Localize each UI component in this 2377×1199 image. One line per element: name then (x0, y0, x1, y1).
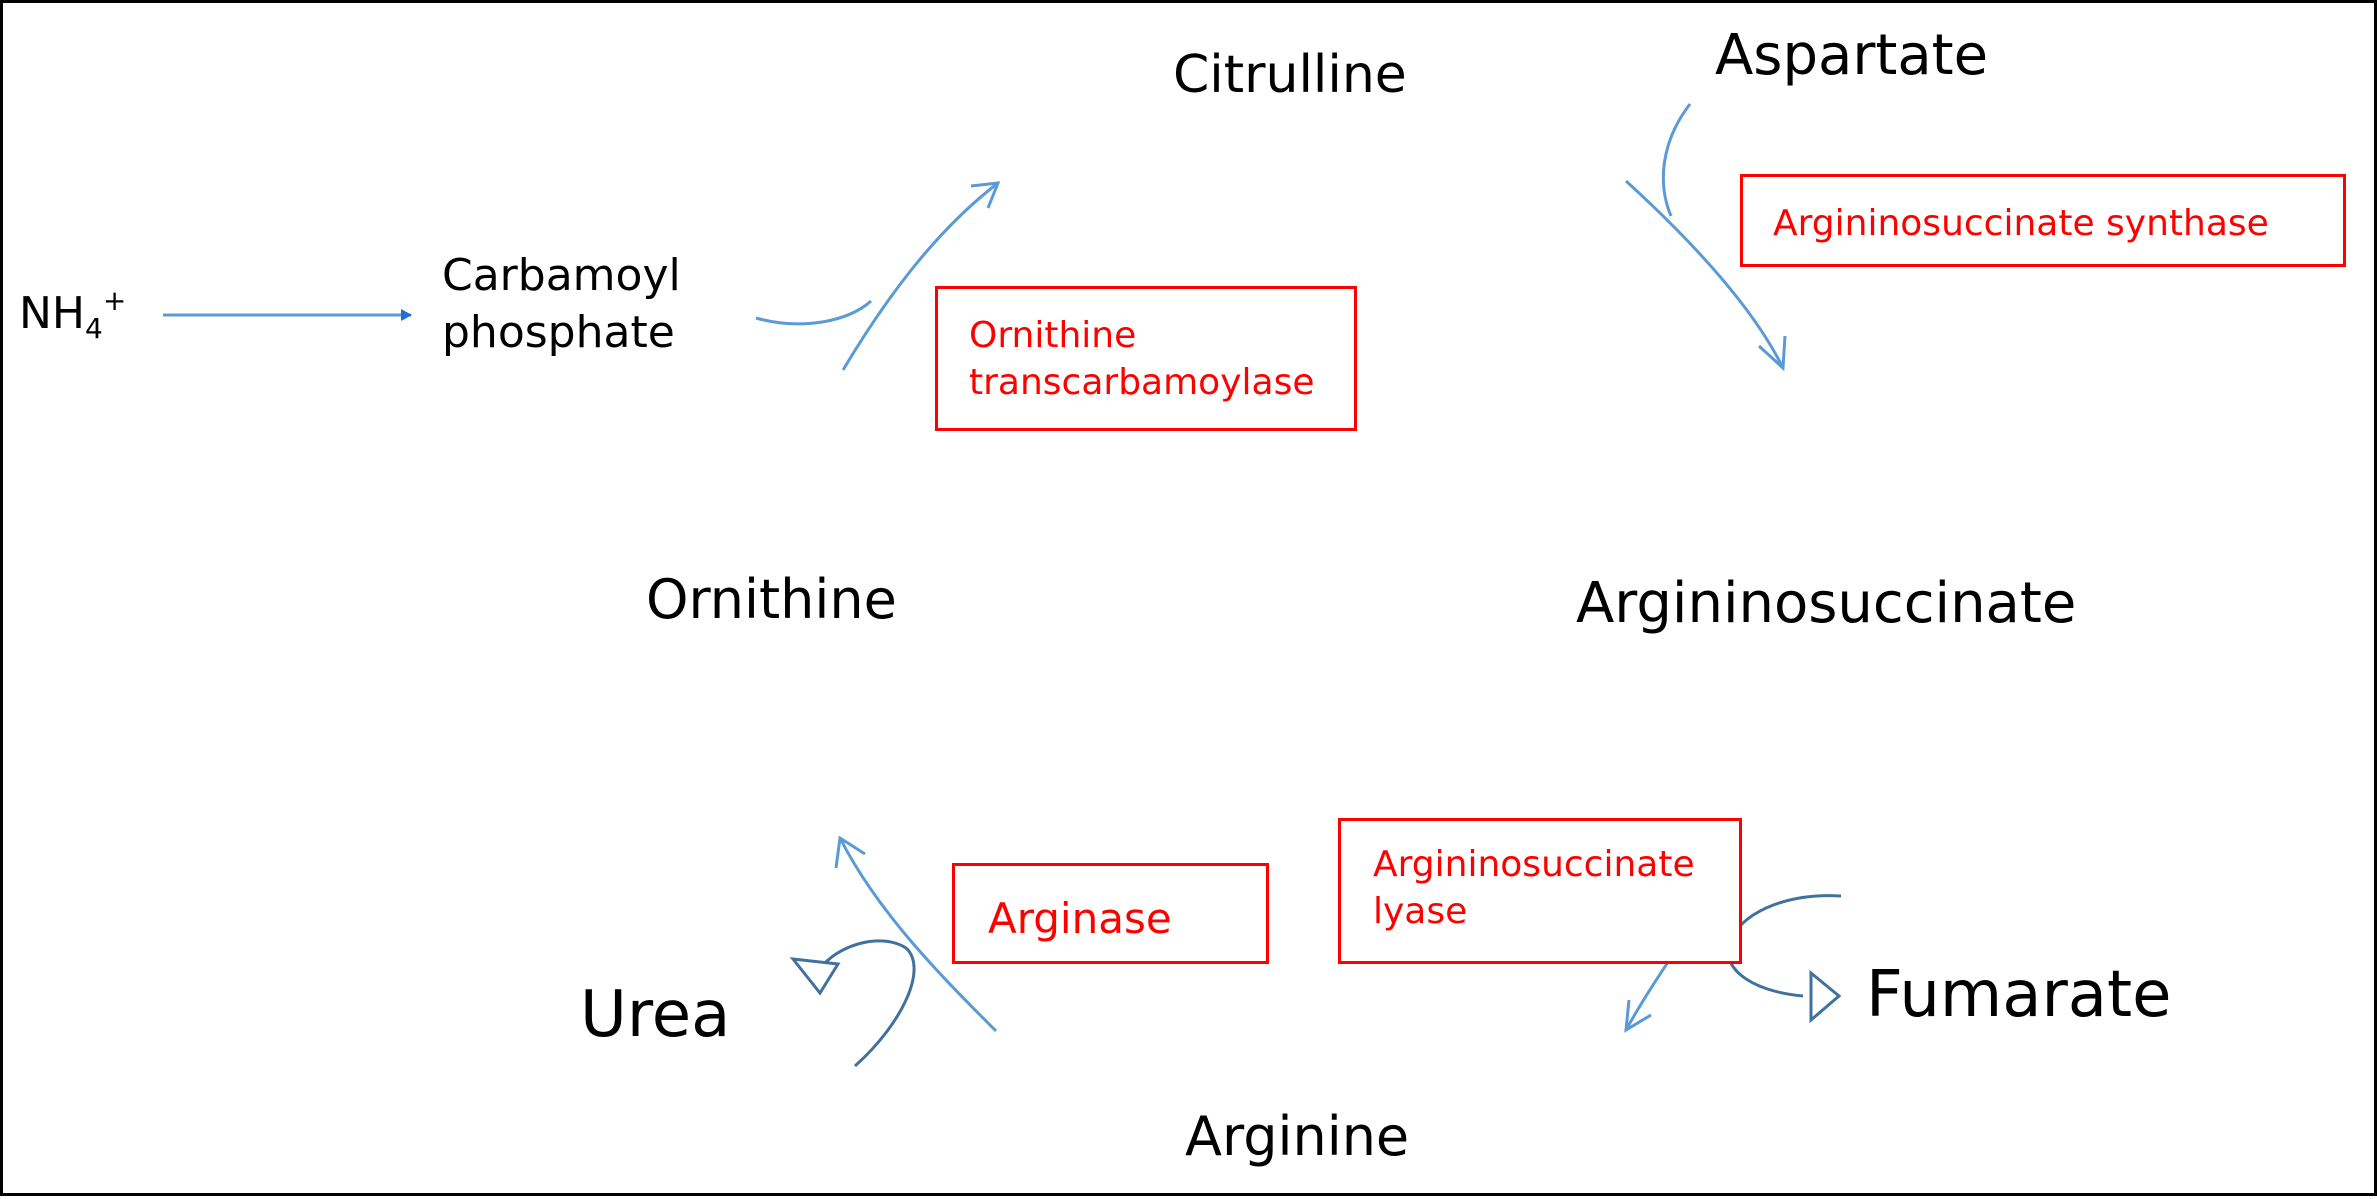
enzyme-ass-label: Argininosuccinate synthase (1773, 203, 2269, 244)
ammonium-subscript: 4 (85, 312, 103, 345)
arrowhead-citrulline (970, 181, 1001, 209)
arrow-to-fumarate (1726, 894, 1842, 998)
enzyme-otc-line2: transcarbamoylase (969, 361, 1315, 403)
arrowhead-ornithine (834, 835, 866, 869)
ammonium-charge: + (102, 284, 127, 317)
carbamoyl-phosphate-line2: phosphate (442, 307, 675, 359)
reaction-arrows (163, 103, 1842, 1068)
arrow-carbamoyl-joining (755, 299, 873, 326)
enzyme-otc-line1: Ornithine (969, 315, 1137, 356)
arrow-citrulline-to-argininosuccinate (1624, 179, 1785, 369)
fumarate-label: Fumarate (1866, 958, 2172, 1032)
enzyme-asl-line1: Argininosuccinate (1373, 844, 1695, 885)
arginine-label: Arginine (1185, 1105, 1410, 1168)
arrowhead-arginine (1624, 999, 1652, 1033)
arrow-arginine-to-ornithine (838, 837, 998, 1033)
enzyme-argininosuccinate-synthase: Argininosuccinate synthase (1740, 174, 2346, 267)
arrow-ornithine-to-citrulline (841, 181, 999, 371)
carbamoyl-phosphate-line1: Carbamoyl (442, 250, 681, 301)
arrow-to-urea (821, 939, 916, 1068)
aspartate-label: Aspartate (1715, 23, 1989, 88)
ornithine-label: Ornithine (646, 568, 897, 631)
argininosuccinate-label: Argininosuccinate (1576, 571, 2077, 636)
ammonium-label: NH4+ (19, 287, 126, 343)
arrowhead-fumarate (1809, 969, 1842, 1024)
urea-label: Urea (580, 978, 731, 1052)
enzyme-asl-line2: lyase (1373, 890, 1468, 932)
enzyme-arginase: Arginase (952, 863, 1269, 964)
enzyme-arginase-label: Arginase (988, 894, 1172, 943)
enzyme-argininosuccinate-lyase: Argininosuccinate lyase (1338, 818, 1742, 964)
ammonium-base: NH (19, 288, 85, 339)
carbamoyl-phosphate-label: Carbamoyl phosphate (442, 247, 681, 361)
citrulline-label: Citrulline (1173, 45, 1407, 105)
enzyme-ornithine-transcarbamoylase: Ornithine transcarbamoylase (935, 286, 1357, 431)
arrow-aspartate-joining (1661, 103, 1692, 217)
arrowhead-argininosuccinate (1757, 335, 1787, 372)
arrowhead-urea (789, 957, 841, 996)
